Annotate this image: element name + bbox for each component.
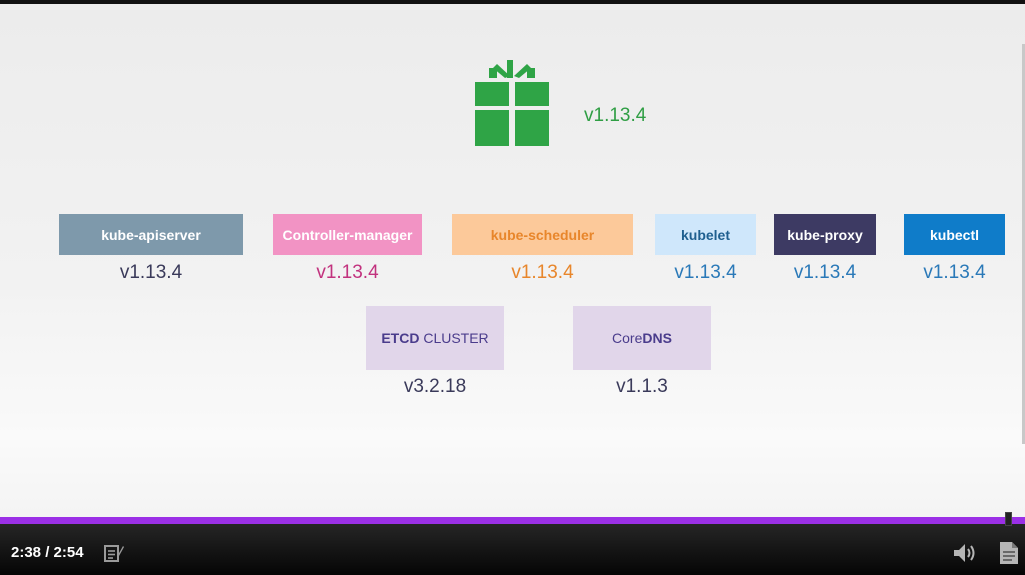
component-version: v1.13.4 bbox=[923, 262, 986, 283]
component-label: kube-apiserver bbox=[59, 214, 243, 255]
component-kube-scheduler: kube-scheduler v1.13.4 bbox=[452, 214, 633, 284]
volume-icon[interactable] bbox=[952, 542, 976, 564]
component-version: v1.13.4 bbox=[793, 262, 857, 283]
etcd-label: ETCD CLUSTER bbox=[366, 306, 504, 370]
component-kubectl: kubectl v1.13.4 bbox=[904, 214, 1005, 284]
coredns-label-rest: Core bbox=[612, 330, 643, 346]
slide-edge bbox=[1022, 44, 1025, 444]
component-label: kube-proxy bbox=[774, 214, 876, 255]
component-label: Controller-manager bbox=[273, 214, 422, 255]
release-version: v1.13.4 bbox=[584, 105, 647, 126]
notes-icon[interactable] bbox=[104, 544, 124, 562]
component-version: v1.13.4 bbox=[119, 262, 183, 283]
progress-bar[interactable] bbox=[0, 517, 1025, 524]
time-display: 2:38 / 2:54 bbox=[11, 544, 84, 561]
component-label: kube-scheduler bbox=[452, 214, 633, 255]
component-etcd-cluster: ETCD CLUSTER v3.2.18 bbox=[366, 306, 504, 398]
gift-package-icon bbox=[475, 60, 549, 146]
coredns-label-bold: DNS bbox=[642, 330, 672, 346]
component-version: v1.13.4 bbox=[511, 262, 574, 283]
transcript-icon[interactable] bbox=[999, 541, 1019, 565]
progress-handle[interactable] bbox=[1005, 512, 1012, 526]
slide: v1.13.4 kube-apiserver v1.13.4 Controlle… bbox=[0, 4, 1025, 517]
component-label: kubectl bbox=[904, 214, 1005, 255]
component-controller-manager: Controller-manager v1.13.4 bbox=[273, 214, 422, 284]
etcd-version: v3.2.18 bbox=[403, 376, 467, 397]
coredns-version: v1.1.3 bbox=[616, 376, 668, 397]
etcd-label-rest: CLUSTER bbox=[419, 330, 489, 346]
video-controls: 2:38 / 2:54 bbox=[0, 512, 1025, 575]
etcd-label-bold: ETCD bbox=[381, 330, 420, 346]
component-kube-apiserver: kube-apiserver v1.13.4 bbox=[59, 214, 243, 284]
component-kube-proxy: kube-proxy v1.13.4 bbox=[774, 214, 876, 284]
component-kubelet: kubelet v1.13.4 bbox=[655, 214, 756, 284]
component-version: v1.13.4 bbox=[316, 262, 379, 283]
component-version: v1.13.4 bbox=[674, 262, 737, 283]
component-label: kubelet bbox=[655, 214, 756, 255]
